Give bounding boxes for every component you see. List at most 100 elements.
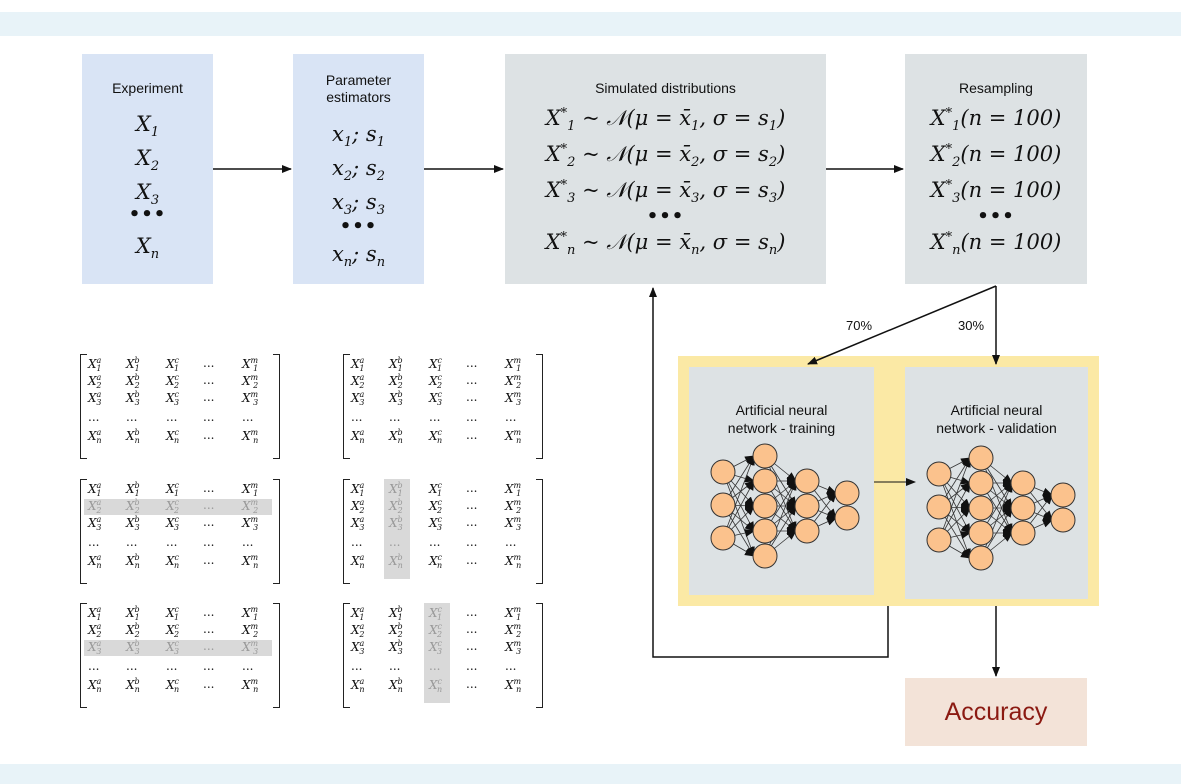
matrix-cell: Xa1 <box>351 356 365 374</box>
matrix-cell: Xa3 <box>88 390 102 408</box>
matrix-col-highlight <box>424 603 450 703</box>
simulated-item-3: X*3 ~ 𝒩(μ = x̄3, σ = s3) <box>545 178 786 207</box>
matrix-cell: Xan <box>351 677 365 695</box>
matrix-cell: Xm3 <box>242 390 259 408</box>
matrix-row-highlight <box>84 499 272 515</box>
resampling-title: Resampling <box>959 80 1033 96</box>
matrix-cell: ... <box>466 659 478 673</box>
experiment-ellipsis: ••• <box>128 204 167 225</box>
matrix-cell: ... <box>466 639 478 653</box>
estimators-item-1: x1; s1 <box>332 122 385 151</box>
nn-connection <box>938 473 971 559</box>
nn-neuron <box>926 527 952 553</box>
matrix-cell: Xb1 <box>389 605 403 623</box>
experiment-item-1: X1 <box>135 112 160 141</box>
matrix-cell: Xcn <box>429 677 443 695</box>
matrix-cell: Xa3 <box>88 639 102 657</box>
matrix-cell: ... <box>203 639 215 653</box>
matrix-cell: Xb3 <box>126 639 140 657</box>
nn-neuron <box>794 518 820 544</box>
matrix-cell: Xb1 <box>126 605 140 623</box>
matrix-cell: Xb1 <box>389 481 403 499</box>
matrix-cell: Xm3 <box>505 515 522 533</box>
matrix-cell: ... <box>429 410 441 424</box>
matrix-cell: Xbn <box>126 677 140 695</box>
matrix-cell: ... <box>351 535 363 549</box>
nn-neuron <box>968 495 994 521</box>
arrow-feedback-loop <box>649 287 889 658</box>
nn-neuron <box>794 493 820 519</box>
arrow-train-split <box>807 285 997 365</box>
experiment-item-2: X2 <box>135 146 160 175</box>
matrix-cell: ... <box>203 356 215 370</box>
matrix-cell: ... <box>203 535 215 549</box>
matrix-cell: Xcn <box>166 553 180 571</box>
nn-training-diagram <box>710 443 860 569</box>
matrix-cell: ... <box>203 390 215 404</box>
matrix-cell: ... <box>203 677 215 691</box>
matrix-cell: ... <box>389 659 401 673</box>
matrix-cell: Xb3 <box>126 515 140 533</box>
matrix-cell: ... <box>203 410 215 424</box>
matrix-cell: Xm2 <box>505 622 522 640</box>
matrix-cell: Xa1 <box>88 605 102 623</box>
matrix-cell: ... <box>466 410 478 424</box>
nn-neuron <box>968 545 994 571</box>
matrix-cell: ... <box>242 410 254 424</box>
split-train-label: 70% <box>846 318 873 333</box>
matrix-cell: Xc1 <box>429 481 443 499</box>
matrix-cell: Xmn <box>505 428 522 446</box>
nn-neuron <box>1050 507 1076 533</box>
matrix-cell: Xmn <box>242 553 259 571</box>
nn-neuron <box>1010 495 1036 521</box>
matrix-cell: Xc3 <box>429 639 443 657</box>
matrix-cell: Xc1 <box>429 356 443 374</box>
nn-training-title: Artificial neural network - training <box>727 402 836 436</box>
simulated-ellipsis: ••• <box>646 206 685 227</box>
matrix-cell: Xbn <box>389 677 403 695</box>
nn-neuron <box>752 443 778 469</box>
matrix-cell: Xa1 <box>351 605 365 623</box>
nn-connection <box>980 482 1013 559</box>
matrix-cell: ... <box>126 535 138 549</box>
matrix-cell: Xm1 <box>242 356 259 374</box>
matrix-cell: ... <box>505 659 517 673</box>
matrix-cell: ... <box>203 481 215 495</box>
nn-neuron <box>710 525 736 551</box>
matrix-cell: Xm3 <box>242 515 259 533</box>
matrix-cell: Xc1 <box>429 605 443 623</box>
nn-validation-title: Artificial neural network - validation <box>936 402 1057 436</box>
matrix-cell: Xmn <box>242 428 259 446</box>
matrix-cell: Xan <box>351 428 365 446</box>
matrix-cell: Xm2 <box>242 373 259 391</box>
nn-neuron <box>1010 520 1036 546</box>
matrix-cell: ... <box>166 410 178 424</box>
matrix-cell: ... <box>203 498 215 512</box>
simulated-item-2: X*2 ~ 𝒩(μ = x̄2, σ = s2) <box>545 142 786 171</box>
resampling-item-3: X*3(n = 100) <box>930 178 1062 207</box>
nn-connection <box>938 457 971 541</box>
matrix-cell: Xb3 <box>389 390 403 408</box>
matrix-row-highlight <box>84 640 272 656</box>
matrix-right-bracket <box>273 479 280 584</box>
simulated-item-n: X*n ~ 𝒩(μ = x̄n, σ = sn) <box>545 230 786 259</box>
estimators-item-n: xn; sn <box>331 242 386 271</box>
matrix-cell: ... <box>166 535 178 549</box>
resampling-item-2: X*2(n = 100) <box>930 142 1062 171</box>
nn-neuron <box>710 492 736 518</box>
matrix-left-bracket <box>343 354 350 459</box>
matrix-cell: Xc2 <box>166 373 180 391</box>
matrix-cell: Xc2 <box>166 622 180 640</box>
matrix-cell: Xm2 <box>242 622 259 640</box>
matrix-cell: ... <box>203 428 215 442</box>
matrix-cell: Xb1 <box>126 356 140 374</box>
accuracy-box: Accuracy <box>905 678 1087 746</box>
matrix-cell: ... <box>203 659 215 673</box>
matrix-cell: Xan <box>88 553 102 571</box>
nn-neuron <box>968 445 994 471</box>
matrix-cell: Xb2 <box>126 373 140 391</box>
matrix-cell: Xmn <box>505 553 522 571</box>
matrix-cell: ... <box>203 515 215 529</box>
